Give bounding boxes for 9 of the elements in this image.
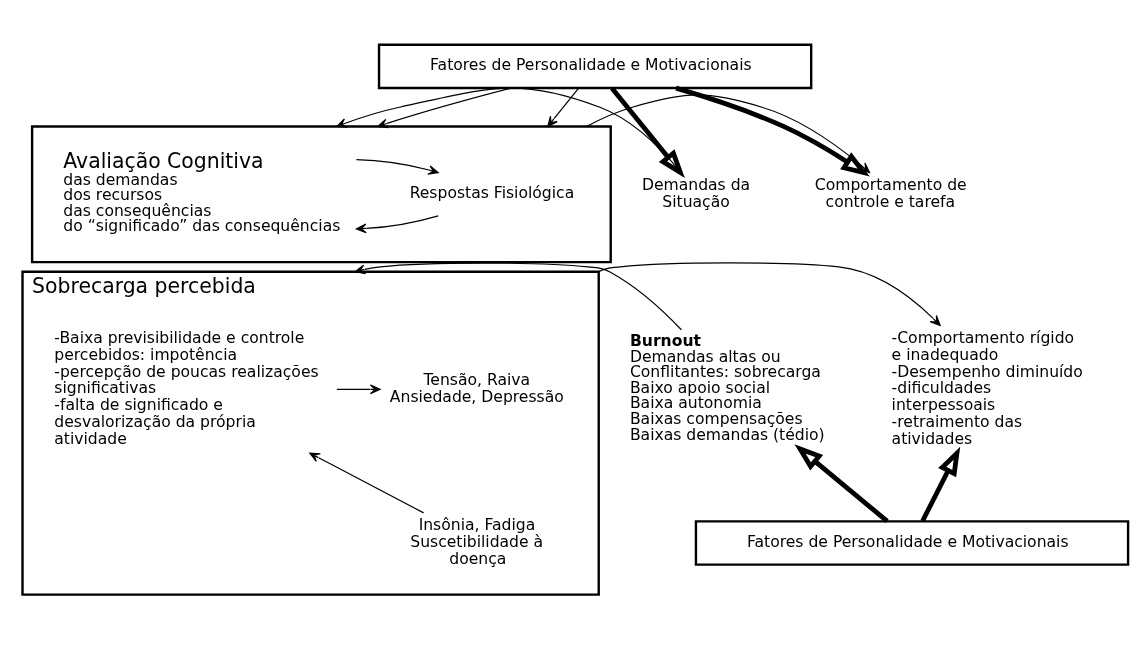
node-text: -Comportamento rígido e inadequado -Desempenho diminuído -dificuldades interpessoais -retraimento das atividades [891,328,1083,448]
node-text: Tensão, Raiva Ansiedade, Depressão [389,370,564,406]
node-text: -Baixa previsibilidade e controle percebidos: impotência -percepção de poucas realizações significativas -falta de significado e desvalorização da própria atividade [54,328,319,448]
node-text: Comportamento de controle e tarefa [814,175,967,211]
node-text: Respostas Fisiológica [409,183,575,202]
node-text: Demandas da Situação [641,175,751,211]
node-text: Burnout Demandas altas ou Conflitantes: sobrecarga Baixo apoio social Baixa autonomia Baixas compensações Baixas demandas (tédio) [629,331,825,444]
node-text: Insônia, Fadiga Suscetibilidade à doença [410,515,544,568]
node-text: Avaliação Cognitiva das demandas dos recursos das consequências do “significado” das consequências [63,148,341,235]
